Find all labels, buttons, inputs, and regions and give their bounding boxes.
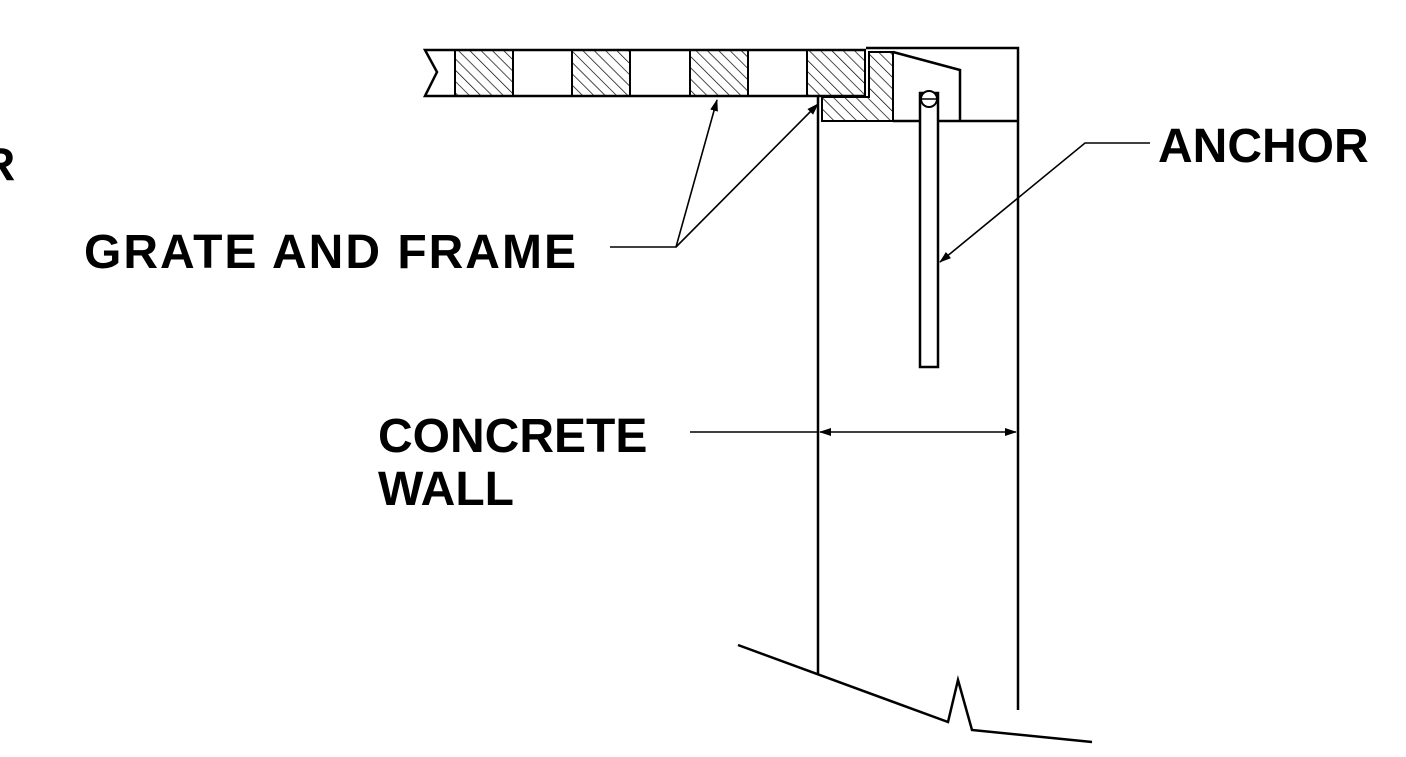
concrete-wall-label-line1: CONCRETE	[378, 410, 647, 463]
concrete-wall	[737, 46, 1093, 744]
anchor-leader	[939, 142, 1150, 263]
grate-bar	[571, 49, 631, 97]
grate	[422, 48, 866, 98]
left-edge-fragment-label: R	[0, 138, 15, 190]
anchor-label: ANCHOR	[1158, 120, 1369, 173]
anchor-stud	[918, 90, 940, 369]
grate-and-frame-label: GRATE AND FRAME	[84, 226, 578, 279]
grate-bar	[806, 49, 866, 97]
grate-bar	[454, 49, 514, 97]
concrete-wall-label-line2: WALL	[378, 463, 514, 516]
grate-and-frame-leaders	[610, 99, 819, 248]
anchor-plate	[892, 50, 962, 121]
grate-bar	[689, 49, 749, 97]
